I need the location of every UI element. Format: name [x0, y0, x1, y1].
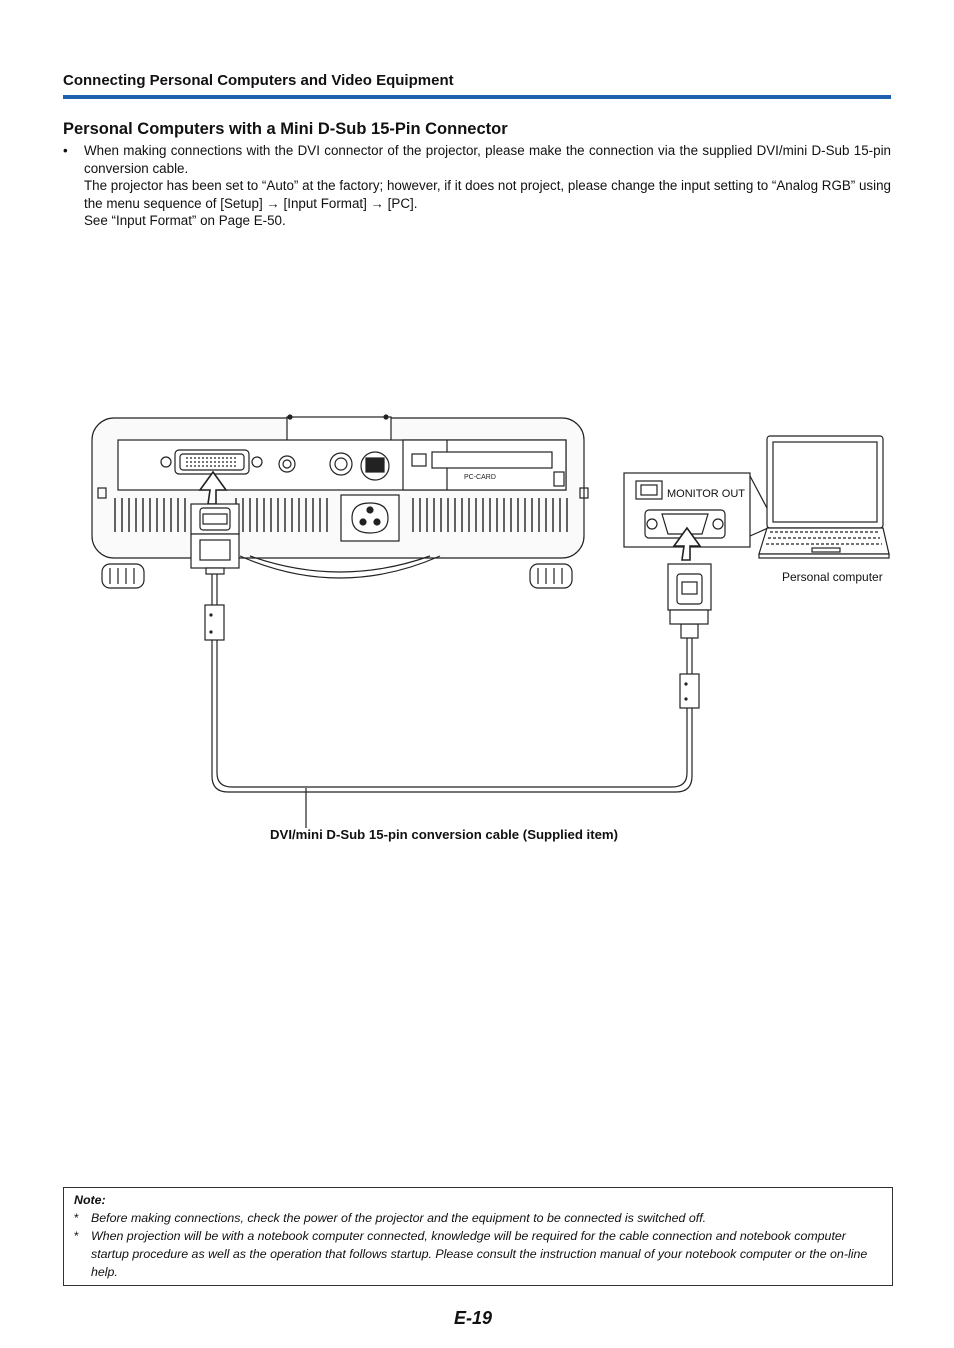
bullet-text: When making connections with the DVI con… — [84, 142, 891, 230]
pc-card-label: PC-CARD — [464, 474, 496, 481]
paragraph-3: See “Input Format” on Page E-50. — [84, 213, 286, 228]
note-star: * — [74, 1229, 79, 1243]
bullet-mark: • — [63, 143, 68, 158]
paragraph-1: When making connections with the DVI con… — [84, 143, 891, 176]
conversion-cable — [204, 563, 712, 793]
connection-diagram: PC-CARD — [91, 414, 890, 842]
note-item: * When projection will be with a noteboo… — [74, 1227, 882, 1281]
page-number: E-19 — [454, 1308, 493, 1328]
power-inlet — [340, 494, 400, 542]
header-rule — [63, 95, 891, 99]
note-title: Note: — [74, 1193, 106, 1207]
paragraph-2: The projector has been set to “Auto” at … — [84, 178, 891, 211]
note-box: Note: * Before making connections, check… — [63, 1187, 893, 1286]
vent-grille — [114, 498, 568, 532]
section-title: Personal Computers with a Mini D-Sub 15-… — [63, 120, 508, 138]
note-text: When projection will be with a notebook … — [91, 1229, 868, 1279]
note-star: * — [74, 1211, 79, 1225]
dvi-plug — [190, 503, 240, 575]
laptop-illustration — [749, 435, 890, 559]
bullet-item: • When making connections with the DVI c… — [63, 142, 891, 230]
dvi-arrow — [198, 470, 228, 505]
cable-label: DVI/mini D-Sub 15-pin conversion cable (… — [270, 827, 618, 842]
note-item: * Before making connections, check the p… — [74, 1209, 882, 1227]
note-text: Before making connections, check the pow… — [91, 1211, 707, 1225]
dvi-port — [160, 449, 263, 475]
computer-label: Personal computer — [782, 570, 883, 584]
vga-arrow — [672, 526, 702, 561]
section-header: Connecting Personal Computers and Video … — [63, 72, 454, 89]
projector-rear-illustration: PC-CARD — [91, 414, 589, 589]
monitor-out-label: MONITOR OUT — [667, 488, 745, 500]
section-body: • When making connections with the DVI c… — [63, 142, 891, 230]
